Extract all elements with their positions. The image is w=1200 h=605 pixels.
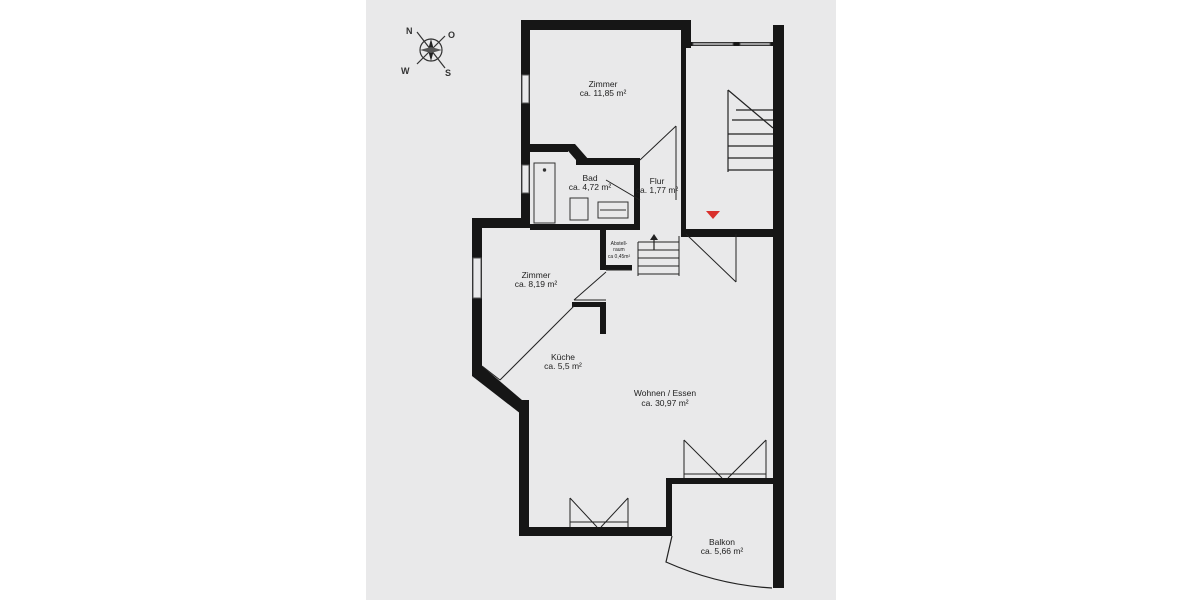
room-area: ca. 5,66 m² [701,546,744,556]
balcony-doors [569,439,767,528]
room-area: ca. 8,19 m² [515,279,558,289]
compass-east: O [448,30,455,40]
toilet [597,201,629,219]
room-name: Zimmer [589,79,618,89]
room-name: Küche [551,352,575,362]
door-swings [481,125,737,381]
room-label-zimmer-large: Zimmer ca. 11,85 m² [580,79,627,98]
balkon-outline [665,535,773,589]
room-label-wohnen: Wohnen / Essen ca. 30,97 m² [634,388,696,408]
compass-south: S [445,68,451,78]
room-label-kueche: Küche ca. 5,5 m² [544,352,582,371]
room-area: ca. 5,5 m² [544,361,582,371]
staircase-upper [727,89,774,172]
room-area: ca. 4,72 m² [569,182,612,192]
room-label-zimmer-small: Zimmer ca. 8,19 m² [515,270,558,289]
room-area: ca. 11,85 m² [580,88,627,98]
room-label-abstellraum: Abstell- raum ca 0,45m² [608,241,631,260]
room-label-bad: Bad ca. 4,72 m² [569,173,612,192]
entrance-marker [706,211,720,219]
room-name-line1: Abstell- [611,241,628,247]
compass-north: N [406,26,413,36]
room-label-balkon: Balkon ca. 5,66 m² [701,537,744,556]
room-area: ca 0,45m² [608,254,631,260]
room-name: Flur [650,176,665,186]
room-area: ca. 30,97 m² [641,398,688,408]
windows [472,42,771,299]
room-name-line2: raum [613,247,624,253]
room-label-flur: Flur ca. 1,77 m² [636,176,679,195]
compass-rose: N O S W [401,26,455,78]
room-name: Zimmer [522,270,551,280]
staircase-lower [637,236,680,276]
room-name: Bad [582,173,597,183]
room-area: ca. 1,77 m² [636,185,679,195]
stair-up-arrow [650,234,658,240]
sink [569,197,589,221]
bathtub [533,162,556,224]
room-name: Wohnen / Essen [634,388,696,398]
compass-west: W [401,66,410,76]
room-name: Balkon [709,537,735,547]
